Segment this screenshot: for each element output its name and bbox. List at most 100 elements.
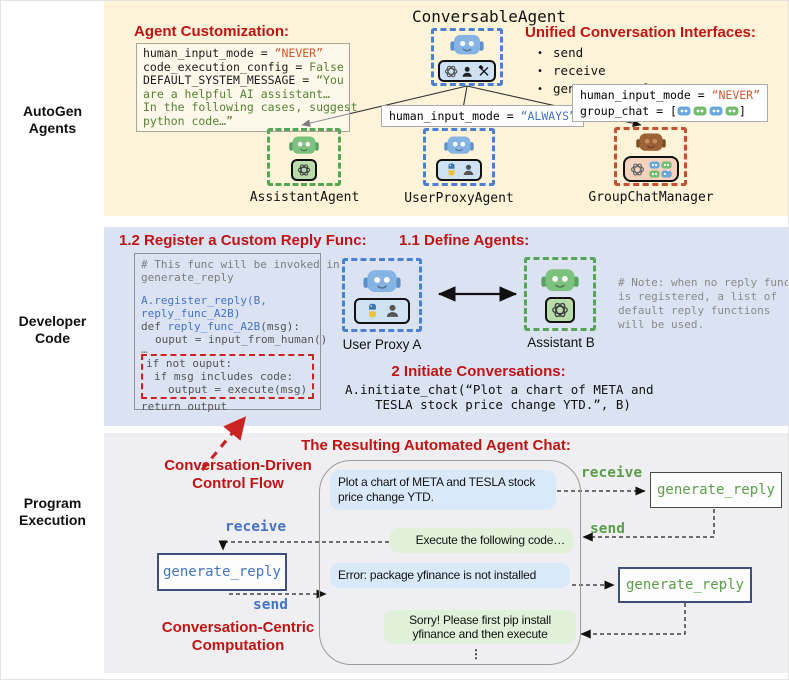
code-ellipsis: …: [141, 343, 148, 356]
agent-customization-heading: Agent Customization:: [134, 23, 289, 40]
chat-continuation-ellipsis: ⋮: [470, 647, 482, 661]
send-label-green: send: [590, 521, 625, 537]
robot-icon: [450, 34, 484, 55]
chat-bubble-user-1: Plot a chart of META and TESLA stock pri…: [330, 470, 556, 510]
group-chat-manager-label: GroupChatManager: [588, 190, 714, 205]
tiny-robot-icon: [648, 160, 660, 169]
code-comment: generate_reply: [141, 271, 234, 284]
code-line: if msg includes code:: [154, 370, 294, 383]
human-icon: [463, 164, 473, 176]
human-icon: [386, 304, 399, 317]
side-label-autogen-agents: AutoGen Agents: [22, 103, 83, 136]
robot-icon: [635, 133, 666, 151]
never-groupchat-box: human_input_mode = “NEVER” group_chat = …: [572, 84, 769, 122]
code-key: DEFAULT_SYSTEM_MESSAGE =: [143, 73, 317, 87]
centric-computation-label: Conversation-Centric Computation: [161, 619, 315, 654]
agent-customization-code: human_input_mode = “NEVER” code_executio…: [136, 43, 358, 132]
code-line: return output: [141, 400, 228, 413]
llm-iconbox: [545, 296, 575, 323]
tiny-robot-icon: [725, 106, 739, 116]
llm-spiral-icon: [630, 163, 644, 175]
interfaces-heading: Unified Conversation Interfaces:: [525, 24, 756, 41]
generate-reply-box-bottom: generate_reply: [618, 567, 752, 603]
llm-spiral-icon: [552, 302, 568, 317]
human-python-iconbox: [436, 158, 482, 181]
tiny-robot-icon: [693, 106, 707, 116]
human-python-iconbox: [354, 297, 410, 324]
code-key: group_chat = [: [580, 104, 677, 118]
code-value-never: “NEVER”: [274, 46, 324, 60]
note-comment: # Note: when no reply func is registered…: [618, 276, 789, 331]
code-line: if not ouput:: [146, 357, 233, 370]
llm-iconbox: [291, 158, 317, 181]
receive-label-green: receive: [581, 465, 643, 481]
side-label-program-execution: Program Execution: [19, 495, 86, 528]
initiate-code-line2: TESLA stock price change YTD.”, B): [375, 397, 631, 412]
code-key: human_input_mode =: [389, 109, 521, 123]
code-value-always: “ALWAYS”: [520, 109, 576, 123]
tiny-robot-icon: [648, 169, 660, 178]
llm-spiral-icon: [444, 65, 458, 77]
code-key: human_input_mode =: [580, 88, 712, 102]
group-chat-iconbox: [622, 156, 679, 182]
tiny-robot-icon: [677, 106, 691, 116]
tools-icon: [478, 65, 488, 76]
code-args: (msg):: [260, 320, 300, 333]
conversable-agent-card: [431, 28, 503, 86]
generate-reply-box-left: generate_reply: [157, 553, 287, 591]
control-flow-label: Conversation-Driven Control Flow: [164, 457, 312, 492]
capability-iconbox: [438, 60, 496, 82]
code-def: def: [141, 320, 168, 333]
assistant-b-card: [524, 257, 596, 331]
assistant-agent-card: [267, 128, 341, 186]
user-proxy-a-card: [342, 258, 422, 332]
generate-reply-box-top: generate_reply: [650, 472, 782, 508]
define-agents-heading: 1.1 Define Agents:: [399, 232, 530, 249]
chat-bubble-user-2: Error: package yfinance is not installed: [330, 563, 570, 588]
chat-window: [319, 460, 581, 665]
user-proxy-a-label: User Proxy A: [342, 337, 422, 352]
interface-item-send: send: [537, 44, 658, 62]
code-value-you: “You: [316, 73, 344, 87]
side-label-developer-code: Developer Code: [18, 313, 87, 346]
group-chat-robots: [677, 106, 739, 116]
code-key: ]: [738, 104, 746, 118]
chat-bubble-assistant-1: Execute the following code…: [390, 528, 573, 553]
code-func-name: reply_func_A2B: [167, 320, 261, 333]
register-reply-heading: 1.2 Register a Custom Reply Func:: [119, 232, 367, 249]
robot-icon: [541, 268, 579, 291]
code-value-never: “NEVER”: [711, 88, 761, 102]
assistant-agent-label: AssistantAgent: [249, 190, 360, 205]
code-comment: # This func will be invoked in: [141, 258, 340, 271]
code-register: reply_func_A2B): [141, 307, 241, 320]
code-string: are a helpful AI assistant…: [143, 86, 330, 101]
initiate-code-line1: A.initiate_chat(“Plot a chart of META an…: [345, 382, 654, 397]
receive-label-blue: receive: [225, 519, 287, 535]
tiny-robot-icon: [660, 169, 672, 178]
code-value-false: False: [309, 59, 344, 74]
chat-bubble-assistant-2: Sorry! Please first pip install yfinance…: [384, 610, 576, 644]
code-key: human_input_mode =: [143, 46, 275, 60]
robot-icon: [289, 136, 319, 154]
custom-reply-highlight-box: if not ouput: if msg includes code: outp…: [141, 354, 314, 399]
code-key: code_execution_config =: [143, 59, 310, 74]
tiny-robot-icon: [660, 160, 672, 169]
python-icon: [369, 303, 376, 318]
robot-icon: [444, 136, 474, 154]
tiny-robot-icon: [709, 106, 723, 116]
send-label-blue: send: [253, 597, 288, 613]
code-string: In the following cases, suggest: [143, 100, 358, 114]
register-reply-code: # This func will be invoked in generate_…: [134, 253, 340, 413]
user-proxy-agent-label: UserProxyAgent: [404, 191, 514, 206]
conversable-agent-title: ConversableAgent: [411, 7, 567, 26]
initiate-conversations-heading: 2 Initiate Conversations:: [391, 363, 566, 380]
robot-icon: [363, 269, 401, 292]
member-robots: [648, 160, 672, 178]
human-icon: [462, 66, 473, 77]
band-developer-code: [104, 227, 788, 426]
llm-spiral-icon: [297, 163, 311, 176]
always-mode-box: human_input_mode = “ALWAYS”: [381, 105, 584, 127]
code-line: output = execute(msg): [168, 383, 308, 396]
python-icon: [448, 163, 454, 176]
